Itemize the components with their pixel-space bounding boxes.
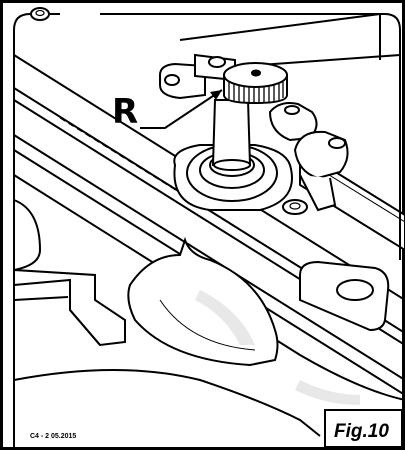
- figure-label-box: Fig.10: [324, 409, 403, 448]
- shading: [195, 290, 360, 405]
- slot-bracket: [299, 260, 390, 332]
- callout-r: R: [112, 89, 223, 132]
- adjustment-knob: [223, 62, 288, 105]
- hose-clamp-upper: [268, 102, 318, 142]
- flange-screw: [282, 199, 308, 215]
- document-code: C4 - 2 05.2015: [30, 433, 76, 440]
- left-panel: [13, 13, 60, 450]
- upper-housing: [100, 13, 401, 120]
- shaft: [211, 99, 252, 171]
- top-left-screw: [30, 7, 50, 21]
- rail-center-line: [59, 117, 405, 334]
- figure-label: Fig.10: [334, 421, 389, 442]
- lower-left-bracket: [13, 268, 126, 347]
- lower-contour: [13, 199, 321, 437]
- hose-clamp-lower: [293, 130, 349, 212]
- callout-label: R: [112, 92, 138, 132]
